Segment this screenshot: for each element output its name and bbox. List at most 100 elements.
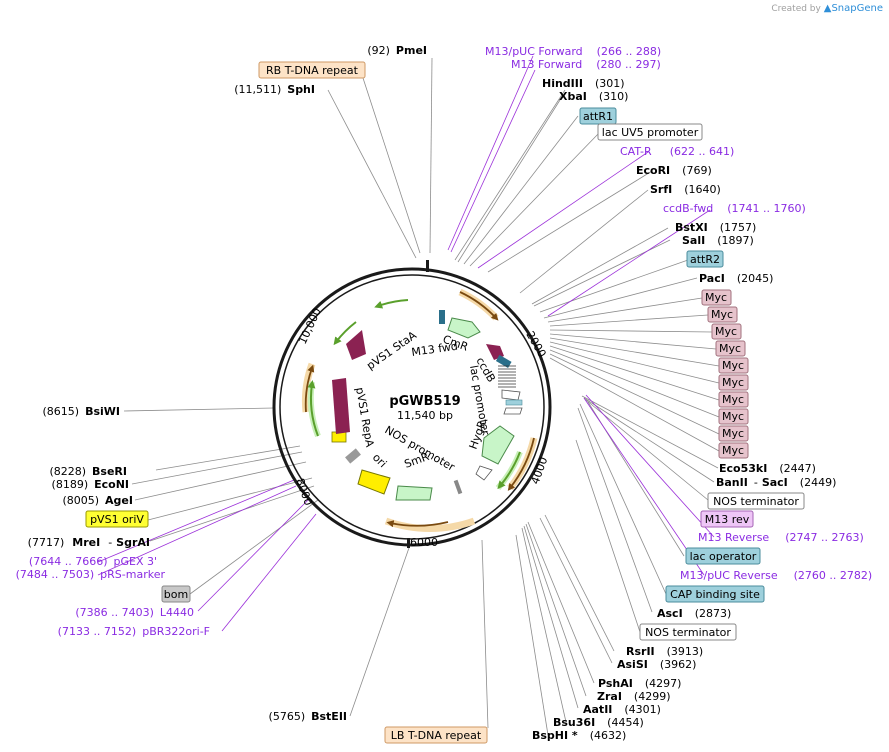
feature-m13-fwd: M13 fwd <box>411 340 459 359</box>
box-nos-terminator-1: NOS terminator <box>707 492 805 510</box>
svg-text:LB T-DNA repeat: LB T-DNA repeat <box>391 729 482 742</box>
svg-text:pVS1 oriV: pVS1 oriV <box>90 513 144 526</box>
svg-text:CAP binding site: CAP binding site <box>670 588 760 601</box>
svg-text:Myc: Myc <box>711 308 733 321</box>
enzyme-sphi: (11,511)SphI <box>234 83 315 96</box>
enzyme-pmei: (92)PmeI <box>367 44 427 57</box>
enzyme-ecori: EcoRI(769) <box>636 164 712 177</box>
primer-m13-forward: M13 Forward(280 .. 297) <box>511 58 661 71</box>
svg-text:lac operator: lac operator <box>690 550 757 563</box>
green-arrow-left <box>307 380 319 437</box>
box-myc-10: Myc <box>718 442 749 459</box>
feature-ori: ori <box>370 451 389 470</box>
box-cap-binding-site: CAP binding site <box>665 585 765 603</box>
myc-tag-cluster <box>498 365 516 388</box>
enzyme-xbai: XbaI(310) <box>559 90 628 103</box>
feature-pvs1-repa: pVS1 RepA <box>353 386 376 448</box>
svg-text:lac UV5 promoter: lac UV5 promoter <box>602 126 699 139</box>
tick-6000: 6000 <box>410 536 438 549</box>
svg-text:NOS terminator: NOS terminator <box>713 495 799 508</box>
enzyme-asisi: AsiSI(3962) <box>617 658 696 671</box>
box-myc-8: Myc <box>718 408 749 425</box>
enzyme-paci: PacI(2045) <box>699 272 773 285</box>
enzyme-hindiii: HindIII(301) <box>542 77 625 90</box>
svg-text:Myc: Myc <box>722 444 744 457</box>
primer-m13-puc-forward: M13/pUC Forward(266 .. 288) <box>485 45 661 58</box>
enzyme-sali: SalI(1897) <box>682 234 754 247</box>
feature-smr: SmR <box>403 450 432 471</box>
tick-2000: 2000 <box>523 329 548 360</box>
enzyme-bsiwi: (8615)BsiWI <box>42 405 120 418</box>
svg-text:Myc: Myc <box>722 427 744 440</box>
enzyme-mrei-sgrai: (7717)MreI-SgrAI <box>28 536 150 549</box>
enzyme-asci: AscI(2873) <box>657 607 731 620</box>
svg-text:Myc: Myc <box>722 359 744 372</box>
ori-arrow <box>357 469 391 495</box>
orange-arrow-top-bg <box>458 288 499 321</box>
svg-text:NOS terminator: NOS terminator <box>645 626 731 639</box>
origin-mark <box>426 260 429 272</box>
enzyme-zrai: ZraI(4299) <box>597 690 671 703</box>
nos-promoter-shape <box>475 465 493 481</box>
snapgene-logo: ▲SnapGene <box>823 3 883 14</box>
primer-pbr322ori-f: (7133 .. 7152)pBR322ori-F <box>58 625 210 638</box>
svg-text:attR1: attR1 <box>583 110 613 123</box>
enzyme-bsu36i: Bsu36I(4454) <box>553 716 644 729</box>
box-myc-2: Myc <box>707 306 738 323</box>
orange-arrow-bottom <box>386 520 449 528</box>
box-myc-5: Myc <box>718 357 749 374</box>
lac-operator-shape <box>505 399 523 406</box>
lb-mark <box>453 479 463 495</box>
svg-text:attR2: attR2 <box>690 253 720 266</box>
green-arrow-top <box>374 299 409 309</box>
primer-m13-puc-reverse: M13/pUC Reverse(2760 .. 2782) <box>680 569 872 582</box>
orange-arrow-top <box>459 291 499 321</box>
box-rb-tdna: RB T-DNA repeat <box>258 61 366 79</box>
green-arrow-topleft <box>333 321 357 346</box>
enzyme-pshai: PshAI(4297) <box>598 677 681 690</box>
primer-ccdb-fwd: ccdB-fwd(1741 .. 1760) <box>663 202 806 215</box>
box-attr1: attR1 <box>579 107 617 125</box>
plasmid-name: pGWB519 <box>389 394 460 409</box>
tick-4000: 4000 <box>529 455 551 486</box>
enzyme-bstxi: BstXI(1757) <box>675 221 756 234</box>
svg-text:bom: bom <box>164 588 188 601</box>
primer-l4440: (7386 .. 7403)L4440 <box>75 606 194 619</box>
orange-arrow-left <box>304 364 315 413</box>
svg-text:Myc: Myc <box>705 291 727 304</box>
staa-arrow <box>346 330 366 360</box>
primer-cat-r: CAT-R(622 .. 641) <box>620 145 734 158</box>
enzyme-banii-saci: BanII-SacI(2449) <box>716 476 836 489</box>
box-attr2: attR2 <box>686 250 724 268</box>
enzyme-bsphi: BspHI *(4632) <box>532 729 626 742</box>
enzyme-econi: (8189)EcoNI <box>52 478 129 491</box>
enzyme-aatii: AatII(4301) <box>583 703 661 716</box>
box-m13-rev: M13 rev <box>700 510 754 528</box>
snapgene-credit: Created by ▲SnapGene <box>771 3 883 14</box>
svg-text:Myc: Myc <box>722 410 744 423</box>
enzyme-rsrii: RsrII(3913) <box>626 645 703 658</box>
box-myc-1: Myc <box>701 289 732 306</box>
svg-text:Myc: Myc <box>715 325 737 338</box>
primer-prs-marker: (7484 .. 7503)pRS-marker <box>16 568 166 581</box>
bom-shape <box>345 448 361 464</box>
enzyme-srfi: SrfI(1640) <box>650 183 721 196</box>
box-nos-terminator-2: NOS terminator <box>639 623 737 641</box>
cap-shape <box>503 407 523 415</box>
box-lb-tdna: LB T-DNA repeat <box>384 726 488 744</box>
box-pvs1-oriv: pVS1 oriV <box>85 510 149 528</box>
plasmid-length: 11,540 bp <box>397 409 453 422</box>
backbone-inner <box>279 274 545 540</box>
attr1-block <box>439 310 445 324</box>
tick-6000-mark <box>407 538 410 548</box>
smr-arrow <box>395 485 433 501</box>
backbone-outer <box>272 267 552 547</box>
box-myc-9: Myc <box>718 425 749 442</box>
primer-pgex3: (7644 .. 7666)pGEX 3' <box>29 555 157 568</box>
box-myc-3: Myc <box>711 323 742 340</box>
box-bom: bom <box>161 585 191 603</box>
enzyme-agei: (8005)AgeI <box>62 494 133 507</box>
credit-text: Created by <box>771 4 821 14</box>
svg-text:Myc: Myc <box>722 393 744 406</box>
